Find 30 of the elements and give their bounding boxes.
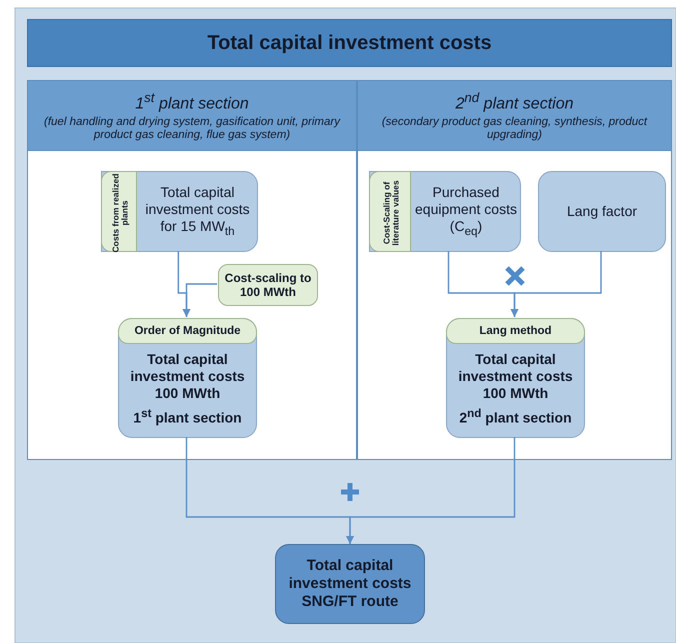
box-label: Cost-scaling to 100 MWth [224,270,312,300]
result-box [275,544,425,624]
lane-heading: 2$^{nd}$ plant section [454,90,574,114]
tab-label: Costs from realized plants [110,172,130,253]
lane-heading: 1$^{st}$ plant section [134,90,250,114]
plant-section-lane [357,80,672,460]
tab-label: Cost-Scaling of literature values [382,178,400,248]
box-label: Total capital investment costs for 15 MW$_{th}$ [144,184,251,239]
arrow [346,437,516,544]
plant-section-lane [27,80,357,460]
process-box [101,171,258,252]
box-label: Total capital investment costs SNG/FT route [288,557,412,611]
lane-description: (secondary product gas cleaning, synthesis, product upgrading) [380,116,648,144]
arrow [182,283,217,317]
box-label: 1$^{st}$ plant section [132,407,243,427]
arrow [510,251,602,317]
lane-description: (fuel handling and drying system, gasification unit, primary product gas cleaning, flue gas system) [43,116,342,144]
box-label: Total capital investment costs 100 MWth [129,351,246,402]
process-box [118,318,257,438]
box-label: Purchased equipment costs (C$_{eq}$) [414,184,518,239]
method-header: Order of Magnitude [118,318,257,344]
method-header: Lang method [446,318,585,344]
title-band: Total capital investment costs [27,19,672,67]
note-box [218,264,318,306]
box-label: Total capital investment costs 100 MWth [457,351,574,402]
process-box [538,171,666,252]
box-label: Lang factor [566,203,638,220]
box-label: 2$^{nd}$ plant section [458,407,573,427]
process-box [369,171,521,252]
process-box [446,318,585,438]
